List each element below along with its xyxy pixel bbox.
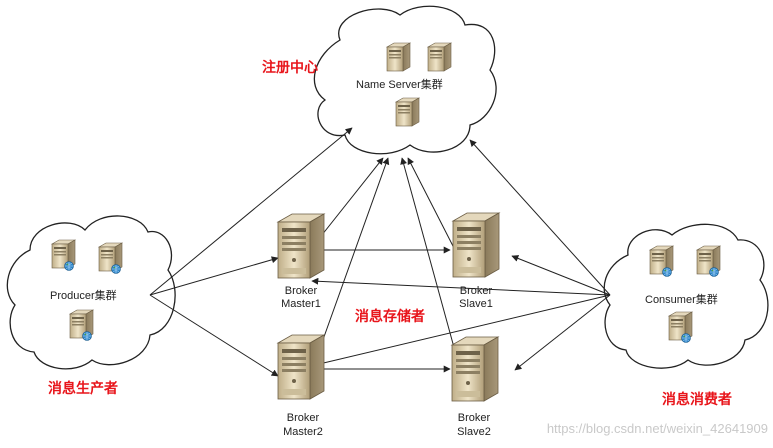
arrow-consumer-to-slave2 — [514, 294, 611, 371]
broker-slave1-label-line2: Slave1 — [459, 298, 493, 310]
broker-master1-label-line2: Master1 — [281, 298, 321, 310]
broker-slave2-label-line2: Slave2 — [457, 426, 491, 438]
broker-master2-server-icon — [277, 334, 325, 400]
broker-slave1-server-icon — [452, 212, 500, 278]
consumer-title: 消息消费者 — [662, 391, 732, 408]
registry-title: 注册中心 — [262, 59, 318, 76]
producer-cloud — [6, 215, 176, 370]
producer-cluster-label: Producer集群 — [50, 288, 117, 302]
arrow-consumer-to-master2 — [314, 294, 611, 367]
broker-master1-label-line1: Broker — [285, 285, 318, 297]
broker-slave2-label-line1: Broker — [458, 412, 491, 424]
consumer-cloud — [603, 223, 769, 369]
arrow-producer-to-master2 — [149, 294, 279, 377]
watermark: https://blog.csdn.net/weixin_42641909 — [547, 421, 768, 436]
name-server-label: Name Server集群 — [356, 77, 443, 91]
consumer-cluster-label: Consumer集群 — [645, 292, 718, 306]
name-server-icon-2 — [427, 42, 452, 72]
consumer-server-icon-2 — [697, 246, 720, 277]
arrow-slave2-to-nameserver — [400, 157, 459, 363]
arrow-slave1-to-nameserver — [407, 157, 456, 251]
arrow-producer-to-nameserver — [149, 127, 353, 296]
storage-title: 消息存储者 — [355, 308, 425, 325]
arrow-consumer-to-master1 — [311, 277, 611, 296]
arrow-master2-to-nameserver — [314, 157, 390, 363]
broker-master2-label-line2: Master2 — [283, 426, 323, 438]
name-server-icon-3 — [395, 97, 420, 127]
producer-server-icon-1 — [52, 240, 75, 271]
arrow-consumer-to-nameserver — [469, 139, 611, 296]
broker-slave1-label-line1: Broker — [460, 285, 493, 297]
producer-title: 消息生产者 — [48, 380, 118, 397]
arrow-consumer-to-slave1 — [511, 255, 611, 296]
broker-master2-label-line1: Broker — [287, 412, 320, 424]
consumer-server-icon-3 — [669, 312, 692, 343]
producer-server-icon-3 — [70, 310, 93, 341]
name-server-icon-1 — [386, 42, 411, 72]
broker-slave2-server-icon — [451, 336, 499, 402]
broker-master1-server-icon — [277, 213, 325, 279]
consumer-server-icon-1 — [650, 246, 673, 277]
producer-server-icon-2 — [99, 243, 122, 274]
arrow-producer-to-master1 — [149, 256, 279, 296]
